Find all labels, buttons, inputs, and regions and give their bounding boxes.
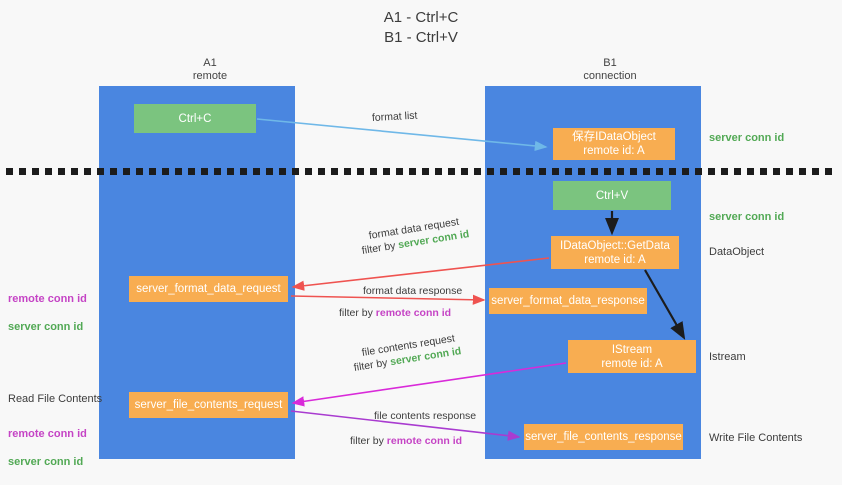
filter-prefix: filter by xyxy=(339,307,376,319)
node-idataobject[interactable]: 保存IDataObject remote id: A xyxy=(553,128,675,160)
column-header-a1: A1 remote xyxy=(192,57,228,82)
annotation-server-conn-id-low: server conn id xyxy=(8,456,84,468)
annotation-server-conn-id-left-mid: server conn id xyxy=(8,321,84,333)
annotation-remote-conn-id-mid: remote conn id xyxy=(8,293,87,305)
edge-label-format-list: format list xyxy=(371,109,418,124)
filter-prefix: filter by xyxy=(350,435,387,447)
annotation-dataobject: DataObject xyxy=(709,246,765,258)
node-ctrl-v[interactable]: Ctrl+V xyxy=(553,181,671,210)
column-header-b1: B1 connection xyxy=(583,57,637,82)
edge-label-format-data-response-filter: filter by remote conn id xyxy=(339,306,451,321)
edge-label-format-data-response: format data response xyxy=(363,285,463,297)
annotation-istream: Istream xyxy=(709,351,746,363)
annotation-read-file-contents: Read File Contents xyxy=(8,393,103,405)
node-ctrl-c[interactable]: Ctrl+C xyxy=(134,104,256,133)
annotation-server-conn-id-top: server conn id xyxy=(709,132,785,144)
annotation-write-file-contents: Write File Contents xyxy=(709,432,803,444)
edge-label-file-contents-response-filter: filter by remote conn id xyxy=(350,434,462,449)
dashed-separator xyxy=(6,168,838,175)
annotation-left-conn-ids-low: remote conn id server conn id xyxy=(8,413,87,469)
node-idataobject-getdata[interactable]: IDataObject::GetData remote id: A xyxy=(551,236,679,269)
node-server-format-data-request[interactable]: server_format_data_request xyxy=(129,276,288,302)
node-server-file-contents-response[interactable]: server_file_contents_response xyxy=(524,424,683,450)
annotation-left-conn-ids-mid: remote conn id server conn id xyxy=(8,278,87,334)
filter-prefix: filter by xyxy=(352,356,392,374)
annotation-remote-conn-id-low: remote conn id xyxy=(8,428,87,440)
node-server-format-data-response[interactable]: server_format_data_response xyxy=(489,288,647,314)
filter-prefix: filter by xyxy=(360,239,400,257)
node-server-file-contents-request[interactable]: server_file_contents_request xyxy=(129,392,288,418)
filter-key-remote-conn-id: remote conn id xyxy=(386,435,463,447)
page-title: A1 - Ctrl+C B1 - Ctrl+V xyxy=(383,9,459,46)
node-istream[interactable]: IStream remote id: A xyxy=(568,340,696,373)
edge-label-file-contents-response: file contents response xyxy=(374,410,477,422)
annotation-server-conn-id-mid: server conn id xyxy=(709,211,785,223)
filter-key-remote-conn-id: remote conn id xyxy=(375,307,452,319)
